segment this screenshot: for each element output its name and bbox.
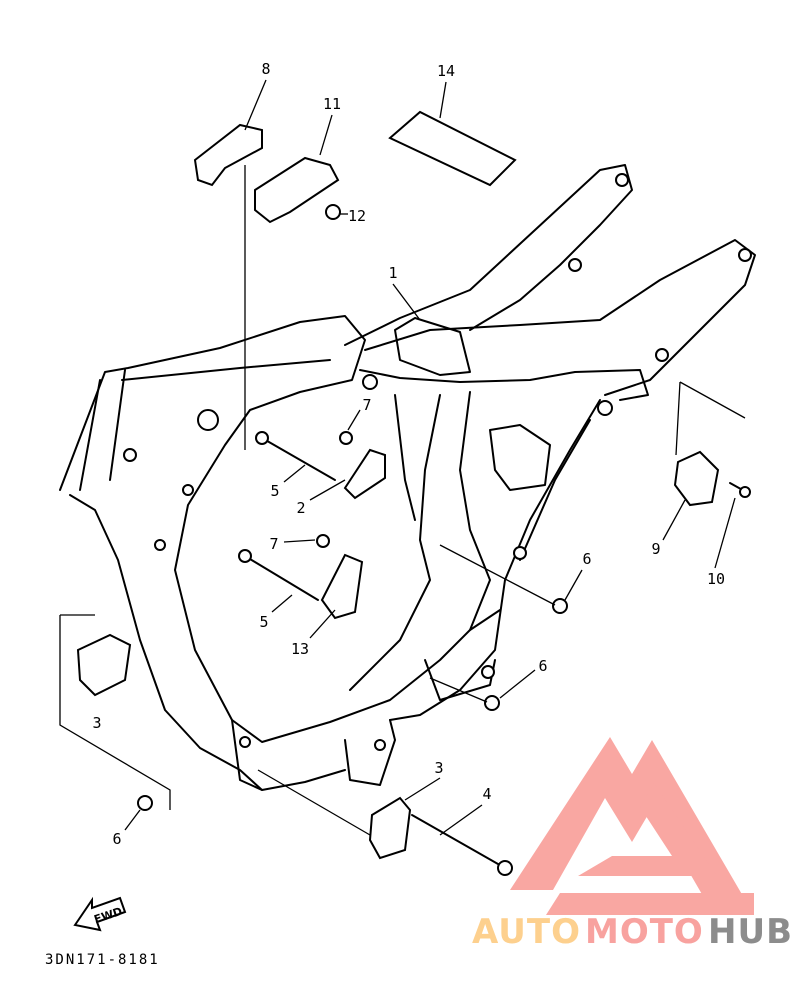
part-5-bolt-upper [255,431,336,481]
callout-13: 13 [291,640,309,658]
callout-12: 12 [348,207,366,225]
svg-text:HUB: HUB [708,912,793,952]
callout-11: 11 [323,95,341,113]
part-3-brackets [76,633,412,860]
callout-3: 3 [434,759,443,777]
part-6-nuts [137,598,568,811]
callout-7: 7 [362,396,371,414]
callout-5: 5 [259,613,268,631]
part-2-plate [343,448,386,500]
callout-1: 1 [388,264,397,282]
part-12-bolt [325,204,341,220]
callout-4: 4 [482,785,491,803]
svg-text:MOTO: MOTO [585,912,704,952]
callout-6: 6 [538,657,547,675]
svg-text:AUTO: AUTO [472,912,581,952]
callout-2: 2 [296,499,305,517]
part-7-bolts [316,431,353,548]
callout-7: 7 [269,535,278,553]
diagram-code: 3DN171-8181 [45,952,160,968]
watermark-text: AUTO MOTO HUB [472,912,793,952]
callout-8: 8 [261,60,270,78]
watermark-logo [510,737,754,915]
part-11-bracket [254,156,340,224]
part-14-pad [388,110,517,187]
callout-labels: 8 11 14 12 1 7 5 2 7 5 13 6 9 10 6 3 3 4… [92,60,725,848]
leader-lines [59,79,746,836]
part-9-damper [673,450,720,507]
callout-5: 5 [270,482,279,500]
frame-body [59,164,756,791]
callout-9: 9 [651,540,660,558]
part-10-bolt [729,482,751,498]
callout-14: 14 [437,62,455,80]
part-4-bolt [411,814,513,876]
callout-10: 10 [707,570,725,588]
callout-6: 6 [582,550,591,568]
callout-3: 3 [92,714,101,732]
part-8-bracket [193,123,263,187]
part-5-bolt-lower [238,549,319,601]
part-13-plate [320,553,364,620]
callout-6: 6 [112,830,121,848]
forward-arrow-icon: FWD [73,896,127,932]
